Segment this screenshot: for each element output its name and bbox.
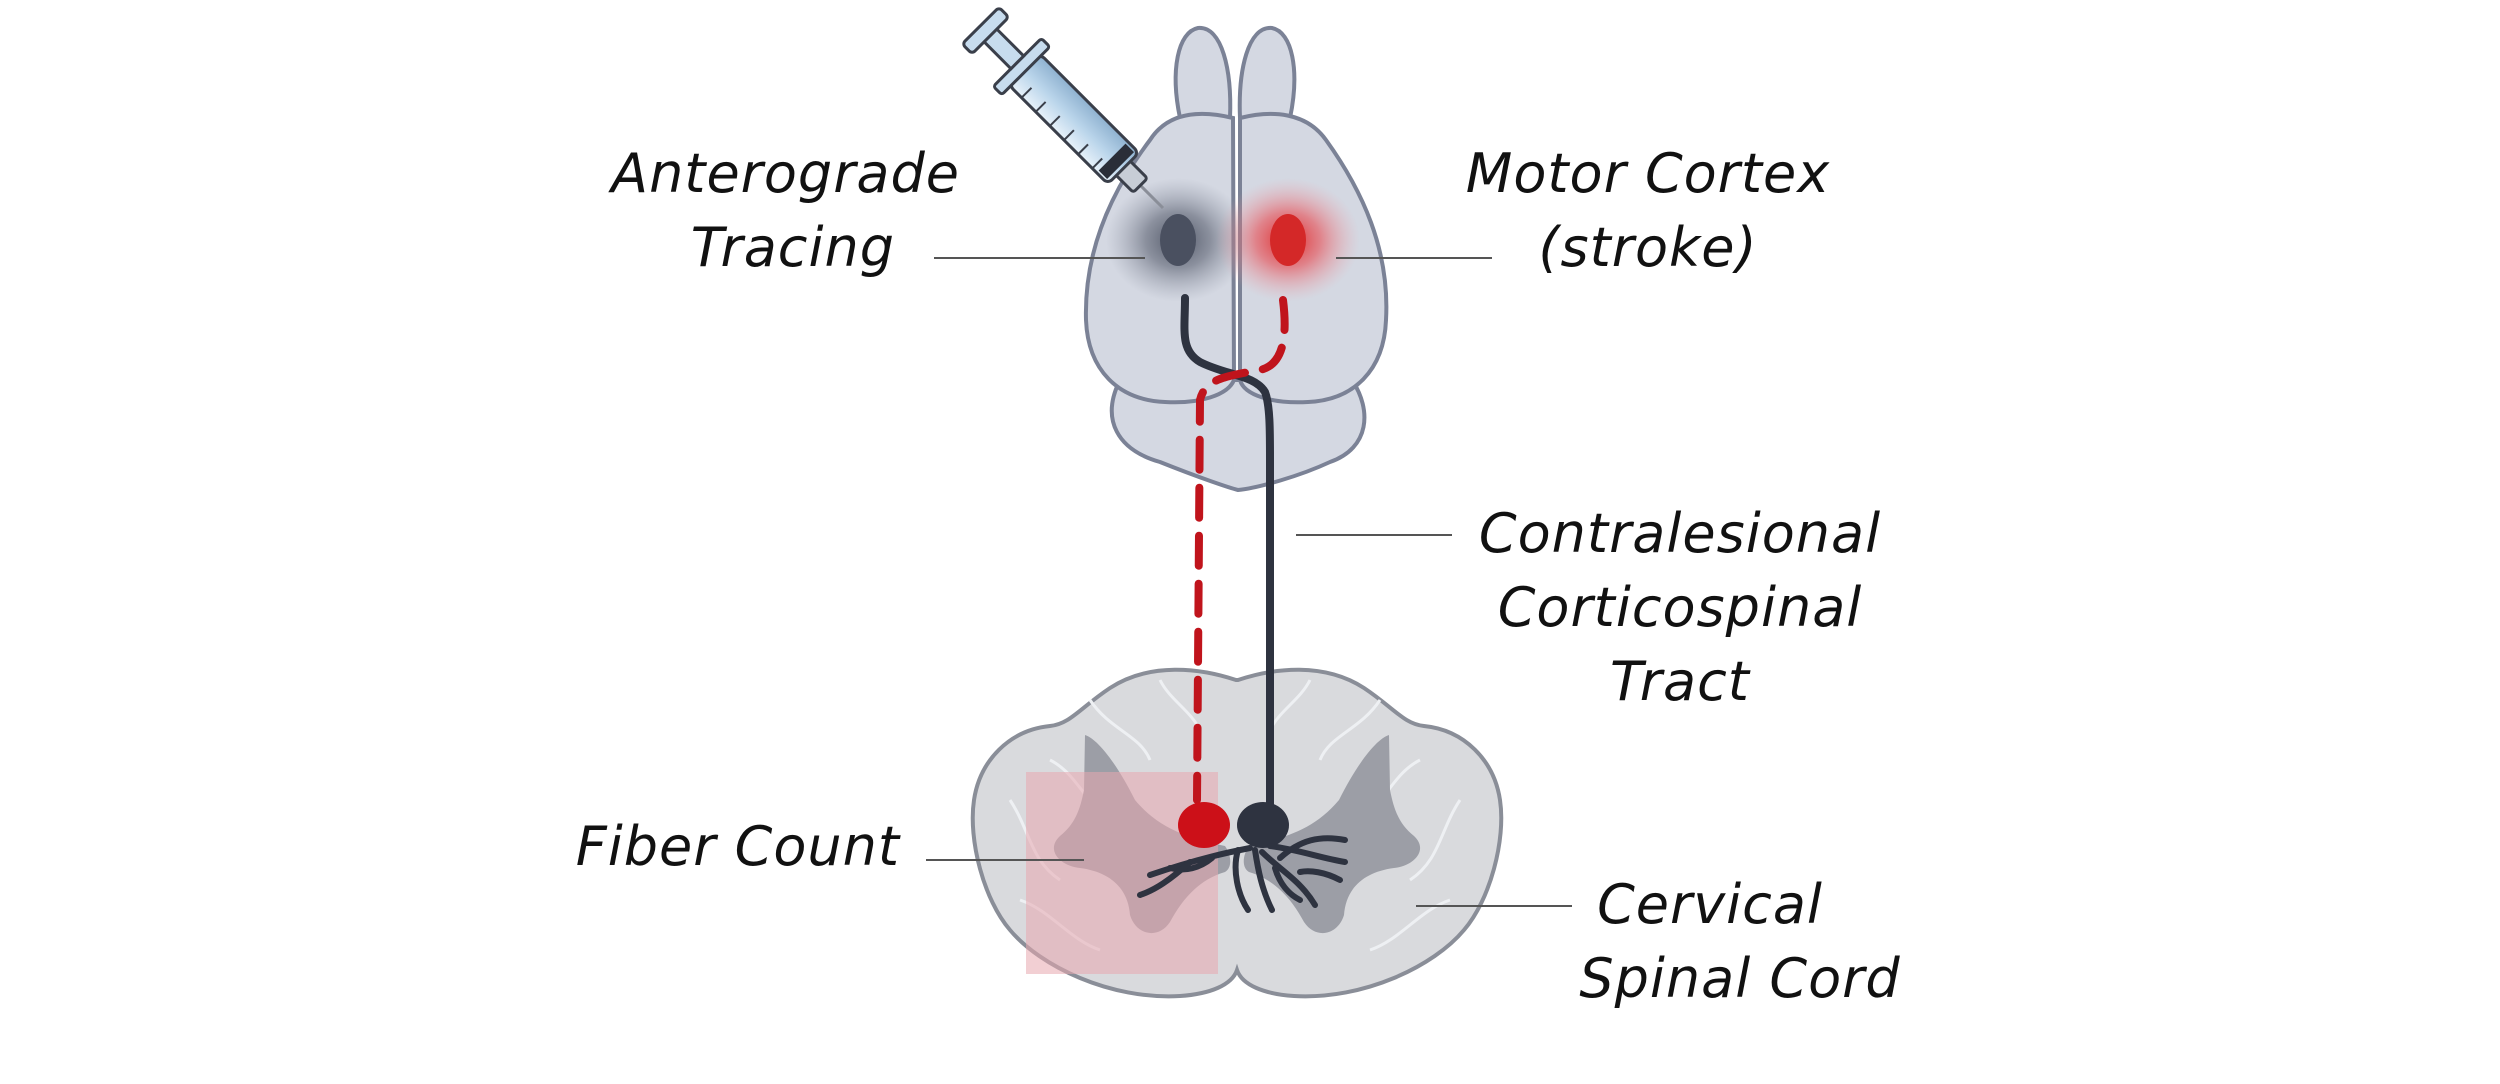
lesioned-tract <box>1193 296 1289 804</box>
olfactory-bulb-right <box>1237 26 1297 120</box>
label-line: Motor Cortex <box>1465 142 1831 205</box>
cerebellum <box>1109 378 1367 493</box>
label-anterograde-tracing: Anterograde Tracing <box>560 137 960 285</box>
label-line: Contralesional <box>1478 502 1882 565</box>
label-contralesional-tract: Contralesional Corticospinal Tract <box>1440 497 1920 719</box>
sprouting-fibers <box>1137 835 1348 913</box>
label-line: (stroke) <box>1538 216 1758 279</box>
label-line: Spinal Cord <box>1579 947 1901 1010</box>
label-line: Cervical <box>1597 873 1823 936</box>
contralesional-terminal <box>1237 802 1289 848</box>
label-cervical-spinal-cord: Cervical Spinal Cord <box>1520 868 1920 1016</box>
fiber-count-roi <box>1026 772 1218 974</box>
label-line: Corticospinal <box>1497 576 1863 639</box>
stroke-site <box>1270 214 1306 266</box>
label-line: Anterograde <box>611 142 960 205</box>
brain <box>1083 26 1389 493</box>
gray-matter-right <box>1243 735 1421 934</box>
leader-lines <box>926 257 1572 907</box>
label-motor-cortex: Motor Cortex (stroke) <box>1418 137 1878 285</box>
olfactory-bulb-left <box>1173 26 1233 120</box>
label-line: Tracing <box>690 216 895 279</box>
spinal-cord <box>970 667 1504 999</box>
label-line: Tract <box>1610 650 1750 713</box>
syringe-icon <box>962 7 1165 210</box>
label-line: Fiber Count <box>575 815 900 878</box>
label-fiber-count: Fiber Count <box>500 810 900 884</box>
tracts <box>1137 294 1348 913</box>
injection-site <box>1160 214 1196 266</box>
lesioned-terminal <box>1178 802 1230 848</box>
